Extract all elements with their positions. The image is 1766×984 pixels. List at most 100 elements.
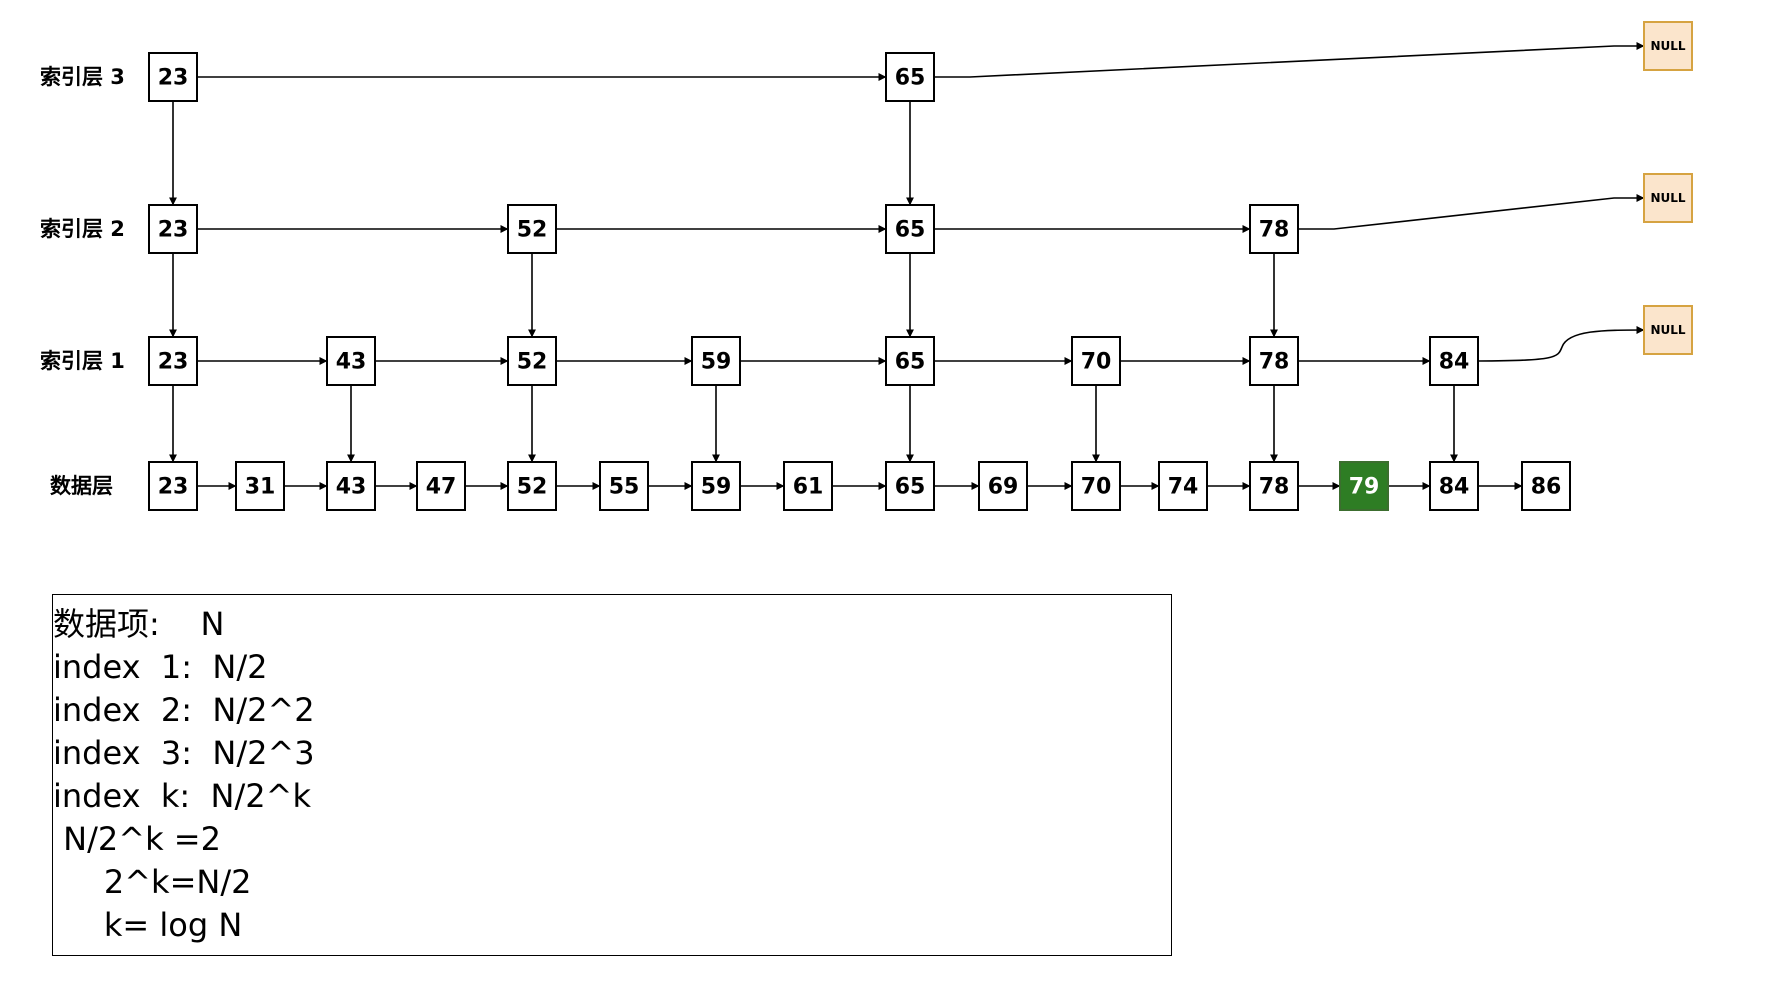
node-value: 23 [158, 475, 189, 500]
node-value: 43 [336, 475, 367, 500]
node-data-47: 47 [416, 461, 466, 511]
node-data-84: 84 [1429, 461, 1479, 511]
node-data-86: 86 [1521, 461, 1571, 511]
node-index1-65: 65 [885, 336, 935, 386]
node-value: 59 [701, 475, 732, 500]
node-value: 23 [158, 350, 189, 375]
layer-label-index2: 索引层 2 [40, 217, 125, 241]
node-data-23: 23 [148, 461, 198, 511]
node-box [885, 336, 935, 386]
node-value: 52 [517, 218, 548, 243]
node-box [1429, 461, 1479, 511]
node-data-43: 43 [326, 461, 376, 511]
layer-label-index1: 索引层 1 [40, 349, 125, 373]
node-data-74: 74 [1158, 461, 1208, 511]
node-box [1158, 461, 1208, 511]
node-box [235, 461, 285, 511]
node-value: 52 [517, 475, 548, 500]
node-box [885, 52, 935, 102]
node-box [1249, 336, 1299, 386]
node-value: 55 [609, 475, 640, 500]
node-box [507, 461, 557, 511]
formula-line: index 3: N/2^3 [53, 734, 315, 772]
node-box [691, 336, 741, 386]
node-box [978, 461, 1028, 511]
node-index2-65: 65 [885, 204, 935, 254]
node-box [1249, 204, 1299, 254]
node-value: 70 [1081, 350, 1112, 375]
node-value: 59 [701, 350, 732, 375]
node-box [326, 461, 376, 511]
node-value: 78 [1259, 350, 1290, 375]
node-index2-52: 52 [507, 204, 557, 254]
node-value: 65 [895, 218, 926, 243]
edge-index1-to-null [1477, 326, 1645, 362]
null-label: NULL [1650, 39, 1685, 53]
node-index1-23: 23 [148, 336, 198, 386]
node-data-31: 31 [235, 461, 285, 511]
formula-line: index 1: N/2 [53, 648, 268, 686]
node-index3-65: 65 [885, 52, 935, 102]
node-value: 65 [895, 350, 926, 375]
node-box [885, 461, 935, 511]
node-data-65: 65 [885, 461, 935, 511]
node-box [148, 336, 198, 386]
node-box [148, 461, 198, 511]
formula-line: k= log N [53, 906, 243, 944]
nodes: 23 65 23 52 65 78 23 43 52 59 65 70 78 84 23 31 43 47 52 55… [148, 21, 1693, 511]
node-value: 84 [1439, 475, 1470, 500]
node-index2-78: 78 [1249, 204, 1299, 254]
node-value: 43 [336, 350, 367, 375]
null-box [1643, 305, 1693, 355]
layer-label-index3: 索引层 3 [40, 65, 125, 89]
node-index1-43: 43 [326, 336, 376, 386]
node-box [1071, 461, 1121, 511]
null-box [1643, 21, 1693, 71]
null-label: NULL [1650, 191, 1685, 205]
highlighted-node-data-79: 79 [1339, 461, 1389, 511]
null-node-index1: NULL [1643, 305, 1693, 355]
node-box [507, 336, 557, 386]
node-index1-52: 52 [507, 336, 557, 386]
null-box [1643, 173, 1693, 223]
node-data-59: 59 [691, 461, 741, 511]
formula-line: index k: N/2^k [53, 777, 311, 815]
edge-index3-to-null [934, 42, 1645, 78]
node-value: 70 [1081, 475, 1112, 500]
node-index1-78: 78 [1249, 336, 1299, 386]
node-data-70: 70 [1071, 461, 1121, 511]
node-data-55: 55 [599, 461, 649, 511]
node-data-61: 61 [783, 461, 833, 511]
node-value: 52 [517, 350, 548, 375]
node-value: 69 [988, 475, 1019, 500]
formula-line: 2^k=N/2 [53, 863, 252, 901]
skip-list-diagram: 23 65 23 52 65 78 23 43 52 59 65 70 78 84 23 31 43 47 52 55… [40, 21, 1693, 511]
node-value: 65 [895, 66, 926, 91]
node-value: 79 [1349, 475, 1380, 500]
complexity-formula-box: 数据项: N index 1: N/2 index 2: N/2^2 index 3:… [52, 594, 1172, 956]
formula-line: index 2: N/2^2 [53, 691, 315, 729]
node-value: 74 [1168, 475, 1199, 500]
formula-line: 数据项: N [53, 605, 225, 643]
node-index1-70: 70 [1071, 336, 1121, 386]
null-node-index3: NULL [1643, 21, 1693, 71]
node-box [1249, 461, 1299, 511]
node-value: 23 [158, 218, 189, 243]
node-value: 61 [793, 475, 824, 500]
layer-label-data: 数据层 [50, 474, 113, 498]
node-box [326, 336, 376, 386]
node-value: 78 [1259, 218, 1290, 243]
node-box [599, 461, 649, 511]
node-box [1071, 336, 1121, 386]
node-box [1339, 461, 1389, 511]
node-index3-23: 23 [148, 52, 198, 102]
node-box [783, 461, 833, 511]
node-box [148, 52, 198, 102]
node-box [885, 204, 935, 254]
node-value: 78 [1259, 475, 1290, 500]
edge-index2-to-null [1298, 194, 1645, 230]
node-index1-59: 59 [691, 336, 741, 386]
node-value: 84 [1439, 350, 1470, 375]
layer-labels: 索引层 3 索引层 2 索引层 1 数据层 [40, 65, 125, 498]
null-node-index2: NULL [1643, 173, 1693, 223]
